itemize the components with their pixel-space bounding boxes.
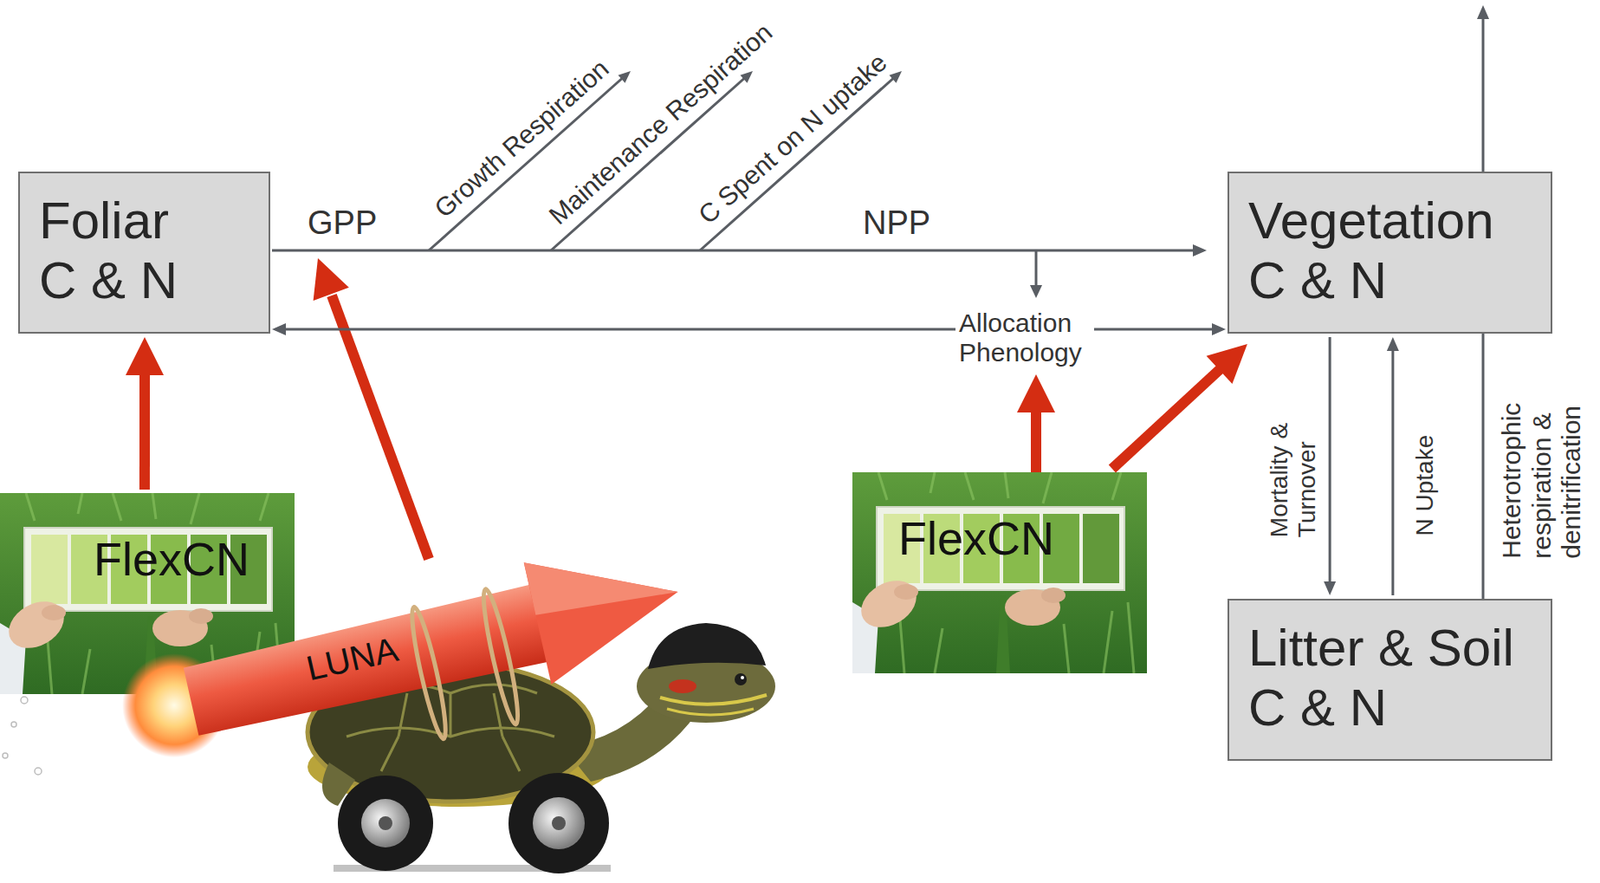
flux-line (1035, 250, 1038, 287)
leaf-color-chart-photo: FlexCN (852, 472, 1147, 674)
decor-dots (2, 696, 42, 775)
flow-label: N Uptake (1411, 434, 1439, 537)
arrow-head (1206, 343, 1248, 384)
pool-name: Foliar C & N (38, 190, 200, 311)
arrow-head (1029, 285, 1043, 298)
arrow-head (1017, 374, 1056, 413)
emphasis-arrow (331, 295, 429, 559)
pool-name: Litter & Soil C & N (1248, 617, 1539, 738)
arrow-head (125, 336, 164, 376)
flow-arrow (125, 336, 164, 490)
leaf-color-chart-photo: FlexCN (0, 492, 293, 694)
arrow-head (1192, 244, 1207, 257)
flow-label: Mortality & Turnover (1265, 407, 1322, 538)
flow-arrow (272, 244, 1207, 257)
arrow-head (313, 258, 350, 301)
pool-box: Litter & Soil C & N (1227, 598, 1553, 761)
pool-box: Foliar C & N (18, 171, 271, 334)
arrow-head (1323, 581, 1336, 596)
connector-line (1391, 349, 1394, 596)
chart-name: FlexCN (898, 511, 1147, 565)
connector-line (1112, 369, 1220, 469)
pool-name: Vegetation C & N (1248, 190, 1526, 311)
flux-label: Heterotrophic respiration & denitrificat… (1496, 394, 1588, 559)
flux-label: GPP (307, 204, 377, 243)
flow-arrow (1112, 343, 1248, 469)
flow-label: Allocation Phenology (955, 308, 1095, 369)
flow-arrow (1386, 336, 1400, 596)
flow-arrow (1323, 336, 1336, 596)
arrow-head (1386, 336, 1400, 351)
arrow-head (272, 323, 286, 336)
chart-name: FlexCN (93, 531, 293, 586)
leaf-color-chart-photo (852, 472, 1147, 674)
rocket-label: LUNA (302, 628, 402, 688)
connector-line (272, 249, 1194, 253)
connector-line (1328, 336, 1332, 583)
connector-line (139, 374, 150, 490)
arrow-head (1476, 5, 1490, 20)
flow-label: NPP (859, 204, 934, 243)
pool-box: Vegetation C & N (1227, 171, 1553, 334)
arrow-head (1211, 323, 1226, 336)
emphasis-arrow (1030, 410, 1042, 473)
